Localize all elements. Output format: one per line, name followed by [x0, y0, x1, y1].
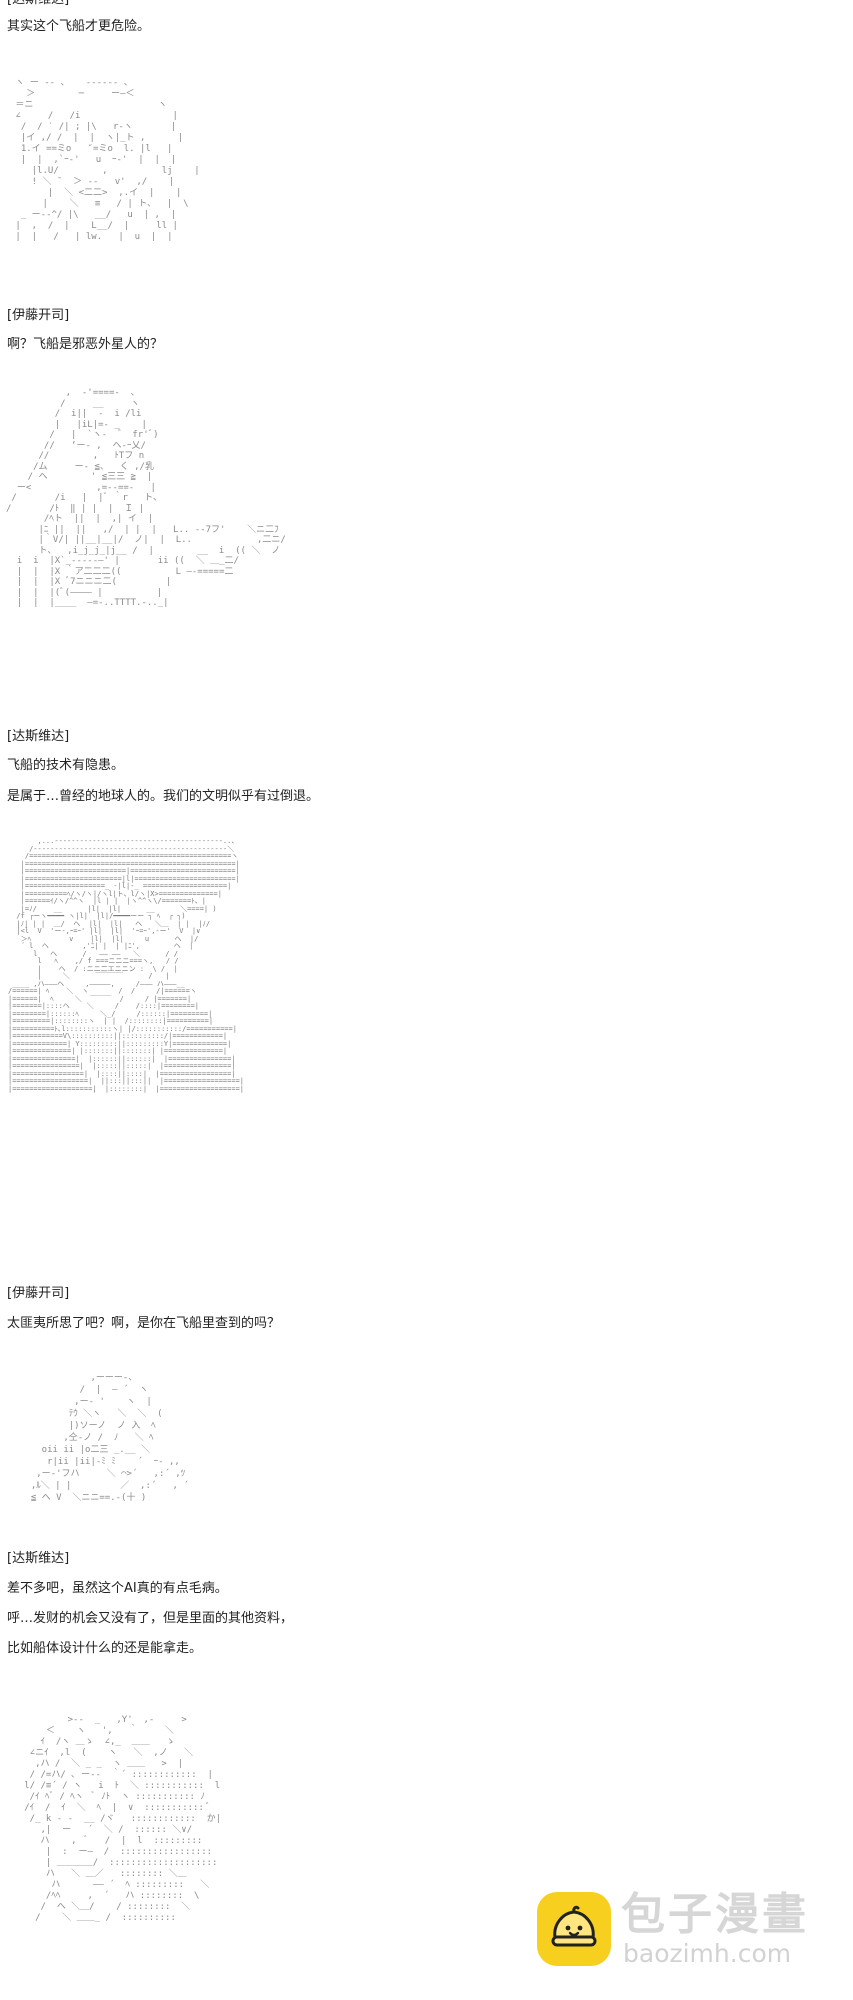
dialogue-line: 太匪夷所思了吧？啊，是你在飞船里查到的吗？ [7, 1316, 281, 1331]
dialogue-line: 飞船的技术有隐患。 [7, 758, 125, 773]
ascii-art-small-figure: ,ーーー‐、 / | ― ´ ヽ ,ー‐ ' ヽ | ﾃｳ ＼ヽ ＼ ＼ ( |… [30, 1373, 189, 1503]
watermark: 包子漫畫 baozimh.com [537, 1890, 837, 1970]
dialogue-line: 其实这个飞船才更危险。 [7, 19, 151, 34]
ascii-art-spiky-haired-man: >-- _ ,Y' ,- > ＜ ヽ ', ｀ ＼ ｲ /ヽ ＿ゝ ∠,_ ＿＿… [24, 1715, 222, 1923]
speaker-label: [达斯维达] [7, 0, 69, 9]
speaker-label: [达斯维达] [7, 729, 70, 744]
ascii-art-pointing-man: , -'====- 、 / __ ヽ / i|| - i /li | |iL|=… [6, 388, 286, 608]
dialogue-line: 差不多吧，虽然这个AI真的有点毛病。 [7, 1581, 228, 1596]
dialogue-line: 啊？飞船是邪恶外星人的？ [7, 337, 164, 352]
dialogue-line: 呼…发财的机会又没有了，但是里面的其他资料， [7, 1611, 294, 1626]
steamed-bun-icon [551, 1905, 597, 1947]
watermark-logo [537, 1892, 611, 1966]
speaker-label: [达斯维达] [7, 1551, 70, 1566]
speaker-label: [伊藤开司] [7, 1286, 70, 1301]
watermark-url: baozimh.com [623, 1939, 792, 1968]
speaker-label: [伊藤开司] [7, 308, 70, 323]
ascii-art-helmet-figure: ,...-‐‐‐‐‐‐‐‐‐‐‐‐‐‐‐‐‐‐‐‐‐‐‐‐‐‐‐‐‐‐‐‐‐‐‐… [8, 838, 245, 1093]
watermark-title: 包子漫畫 [621, 1889, 809, 1940]
dialogue-line: 比如船体设计什么的还是能拿走。 [7, 1641, 203, 1656]
dialogue-line: 是属于…曾经的地球人的。我们的文明似乎有过倒退。 [7, 789, 320, 804]
ascii-art-dark-haired-man: ヽ ー ‐- 、 ‐-‐‐‐‐ 、 ＞ ─ ー―＜ ＝ニ ヽ ∠ / /i | … [15, 78, 200, 242]
